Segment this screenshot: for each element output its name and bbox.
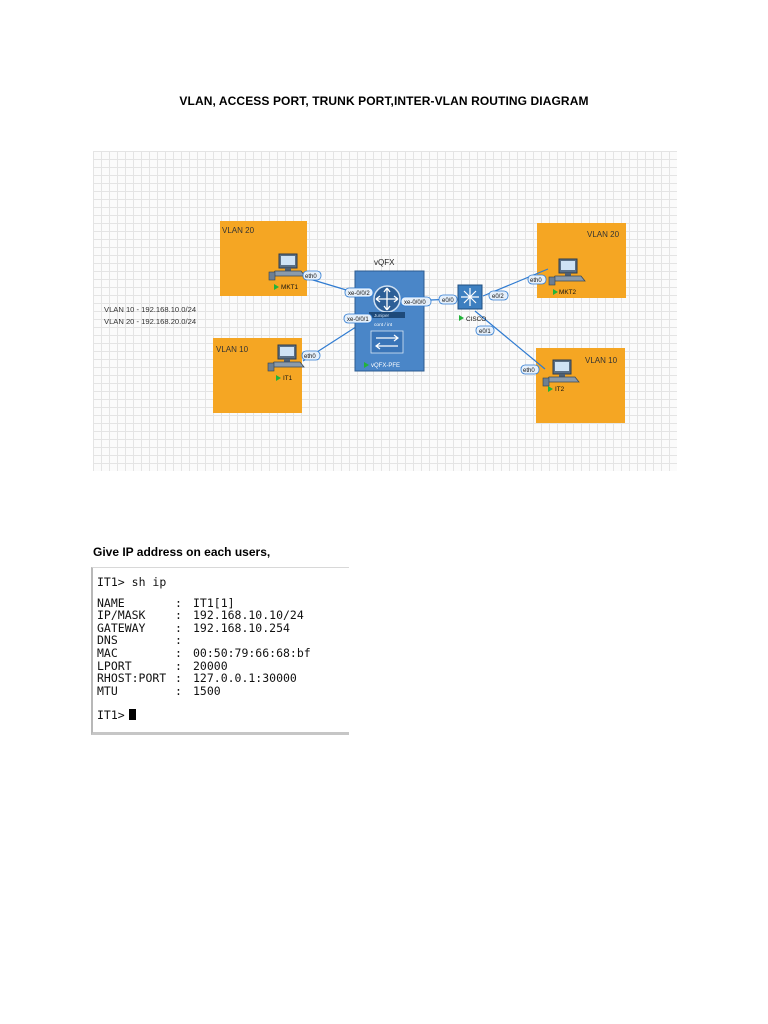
vlan-label: VLAN 10 xyxy=(216,345,249,354)
section-heading: Give IP address on each users, xyxy=(93,545,271,559)
output-row-rhost-port: RHOST:PORT:127.0.0.1:30000 xyxy=(97,671,297,686)
vqfx-mid-text: cont / int xyxy=(374,322,393,328)
play-icon xyxy=(276,375,281,381)
play-icon xyxy=(548,386,553,392)
output-row-lport: LPORT:20000 xyxy=(97,658,228,673)
host-label: IT1 xyxy=(283,375,293,382)
port-tag xyxy=(301,350,321,361)
port-label: e0/1 xyxy=(479,329,491,335)
output-row-name: NAME:IT1[1] xyxy=(97,595,235,610)
vlan-label: VLAN 10 xyxy=(585,356,618,365)
terminal-prompt: IT1> xyxy=(97,708,125,723)
vlan-label: VLAN 20 xyxy=(587,230,620,239)
pfe-icon xyxy=(370,330,404,354)
port-label: xe-0/0/2 xyxy=(348,291,370,297)
command-line: IT1> sh ip xyxy=(97,576,349,589)
port-label: eth0 xyxy=(304,354,316,360)
exchange-arrows-icon xyxy=(375,334,399,350)
vlan-group-box xyxy=(537,223,626,298)
port-tag xyxy=(344,287,374,298)
subnet-note: VLAN 10 - 192.168.10.0/24 xyxy=(104,305,196,314)
port-tag xyxy=(438,294,458,305)
port-label: eth0 xyxy=(530,278,542,284)
link-cisco-it2 xyxy=(474,310,546,370)
port-label: xe-0/0/1 xyxy=(347,317,369,323)
terminal-prompt: IT1> xyxy=(97,575,125,589)
play-icon xyxy=(364,362,369,368)
play-icon xyxy=(553,289,558,295)
port-tag xyxy=(520,364,540,375)
port-label: e0/2 xyxy=(492,294,504,300)
cisco-label: CISCO xyxy=(466,316,486,323)
topology-canvas: VLAN 20 VLAN 10 VLAN 20 VLAN 10 VLAN 10 … xyxy=(104,221,626,423)
vqfx-chip-text: Juniper xyxy=(374,313,390,318)
text-cursor-icon xyxy=(128,709,136,721)
output-row-ip-mask: IP/MASK:192.168.10.10/24 xyxy=(97,608,304,623)
output-row-mac: MAC:00:50:79:66:68:bf xyxy=(97,645,311,660)
play-icon xyxy=(459,315,464,321)
port-label: xe-0/0/0 xyxy=(404,300,426,306)
network-diagram: VLAN 20 VLAN 10 VLAN 20 VLAN 10 VLAN 10 … xyxy=(93,151,677,471)
output-row-mtu: MTU:1500 xyxy=(97,683,221,698)
port-tag xyxy=(400,296,432,307)
vlan-group-box xyxy=(536,348,625,423)
vlan-label: VLAN 20 xyxy=(222,226,255,235)
host-label: MKT2 xyxy=(559,289,576,296)
subnet-note: VLAN 20 - 192.168.20.0/24 xyxy=(104,317,196,326)
output-row-gateway: GATEWAY:192.168.10.254 xyxy=(97,620,290,635)
active-prompt-line[interactable]: IT1> xyxy=(97,709,349,722)
port-tag xyxy=(302,270,322,281)
vqfx-node-label: vQFX-PFE xyxy=(371,363,400,369)
port-tag xyxy=(475,325,495,336)
port-tag xyxy=(343,313,373,324)
vqfx-title: vQFX xyxy=(374,258,395,267)
output-row-dns: DNS: xyxy=(97,633,182,648)
port-label: eth0 xyxy=(305,274,317,280)
port-tag xyxy=(488,290,509,301)
port-tag xyxy=(527,274,547,285)
port-label: eth0 xyxy=(523,368,535,374)
host-label: IT2 xyxy=(555,386,565,393)
port-label: e0/0 xyxy=(442,298,454,304)
play-icon xyxy=(274,284,279,290)
host-label: MKT1 xyxy=(281,284,298,291)
terminal-command: sh ip xyxy=(131,575,167,589)
document-title: VLAN, ACCESS PORT, TRUNK PORT,INTER-VLAN… xyxy=(179,94,589,108)
vqfx-chip xyxy=(369,312,405,318)
layer3-switch-arrows-icon xyxy=(461,288,479,306)
router-arrows-icon xyxy=(375,287,399,311)
terminal-screenshot: IT1> sh ip NAME:IT1[1] IP/MASK:192.168.1… xyxy=(91,567,349,735)
